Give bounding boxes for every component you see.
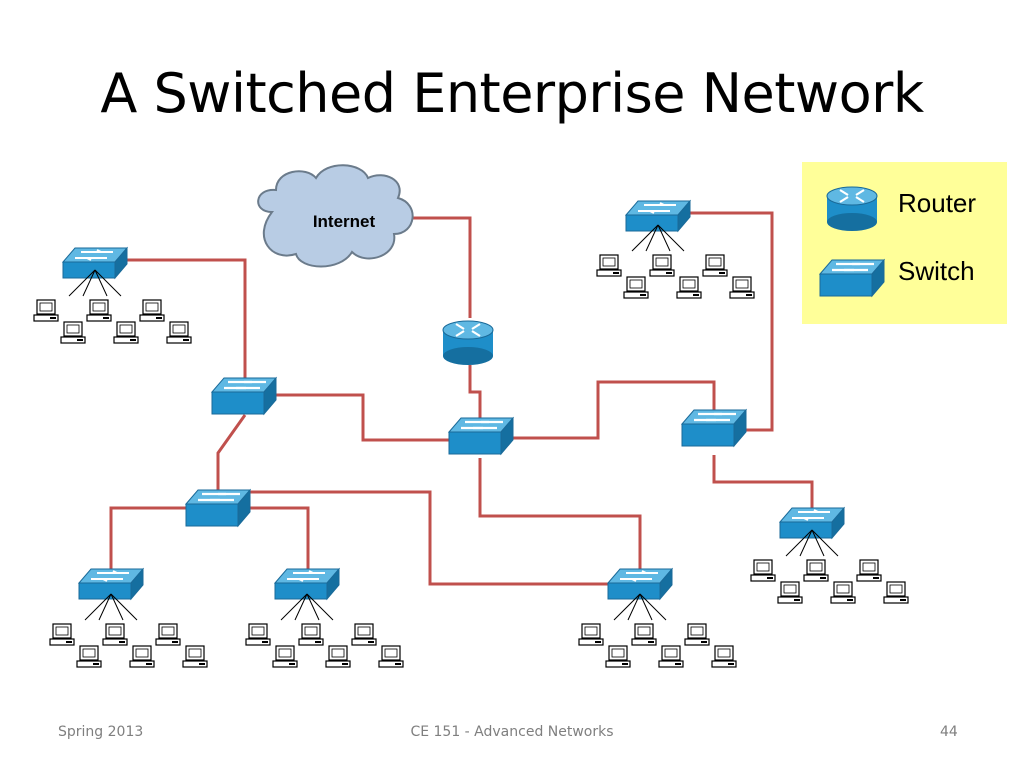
switch-icon [818,258,886,298]
switch-icon [210,376,278,416]
computer-cluster [751,530,908,603]
legend-switch-label: Switch [898,256,975,286]
computer-cluster [50,594,207,667]
legend: Router Switch [802,162,1007,324]
computer-cluster [246,594,403,667]
switch-icon [447,416,515,456]
footer-date: Spring 2013 [58,724,144,740]
switch-icon [184,488,252,528]
slide-title: A Switched Enterprise Network [100,62,924,125]
switch-icon [62,247,128,279]
cloud-icon: Internet [257,164,414,268]
legend-router-label: Router [898,188,977,218]
computer-cluster [34,270,191,343]
network-links [109,211,814,586]
cloud-label: Internet [313,212,376,231]
router-icon [441,319,495,367]
slide-number: 44 [940,724,958,740]
computer-cluster [579,594,736,667]
switch-icon [625,200,691,232]
footer-course: CE 151 - Advanced Networks [410,724,614,740]
switch-icon [680,408,748,448]
switch-icon [779,507,845,539]
router-icon [825,185,879,233]
computer-cluster [597,225,754,298]
